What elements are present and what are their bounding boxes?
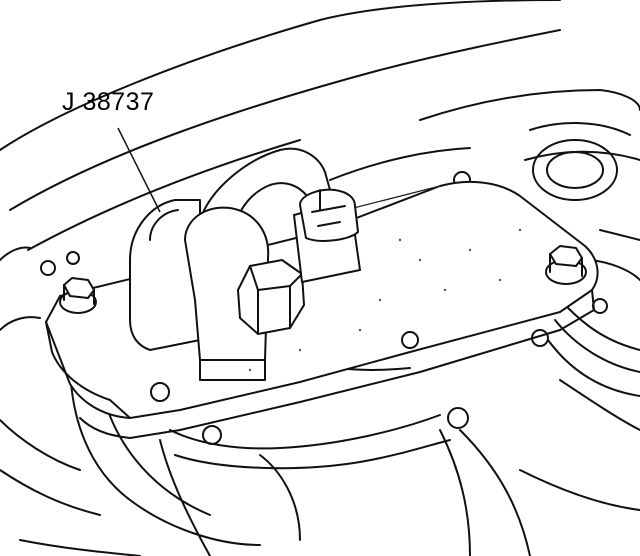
bolt-left	[59, 277, 97, 314]
tool-callout-label: J 38737	[62, 88, 155, 116]
tool-bracket	[129, 147, 331, 381]
hex-bolt-center	[237, 259, 305, 335]
lower-housing	[69, 359, 471, 556]
callout-leader-line	[117, 127, 161, 213]
plunger-pin	[293, 188, 361, 283]
bolt-right	[545, 245, 587, 285]
